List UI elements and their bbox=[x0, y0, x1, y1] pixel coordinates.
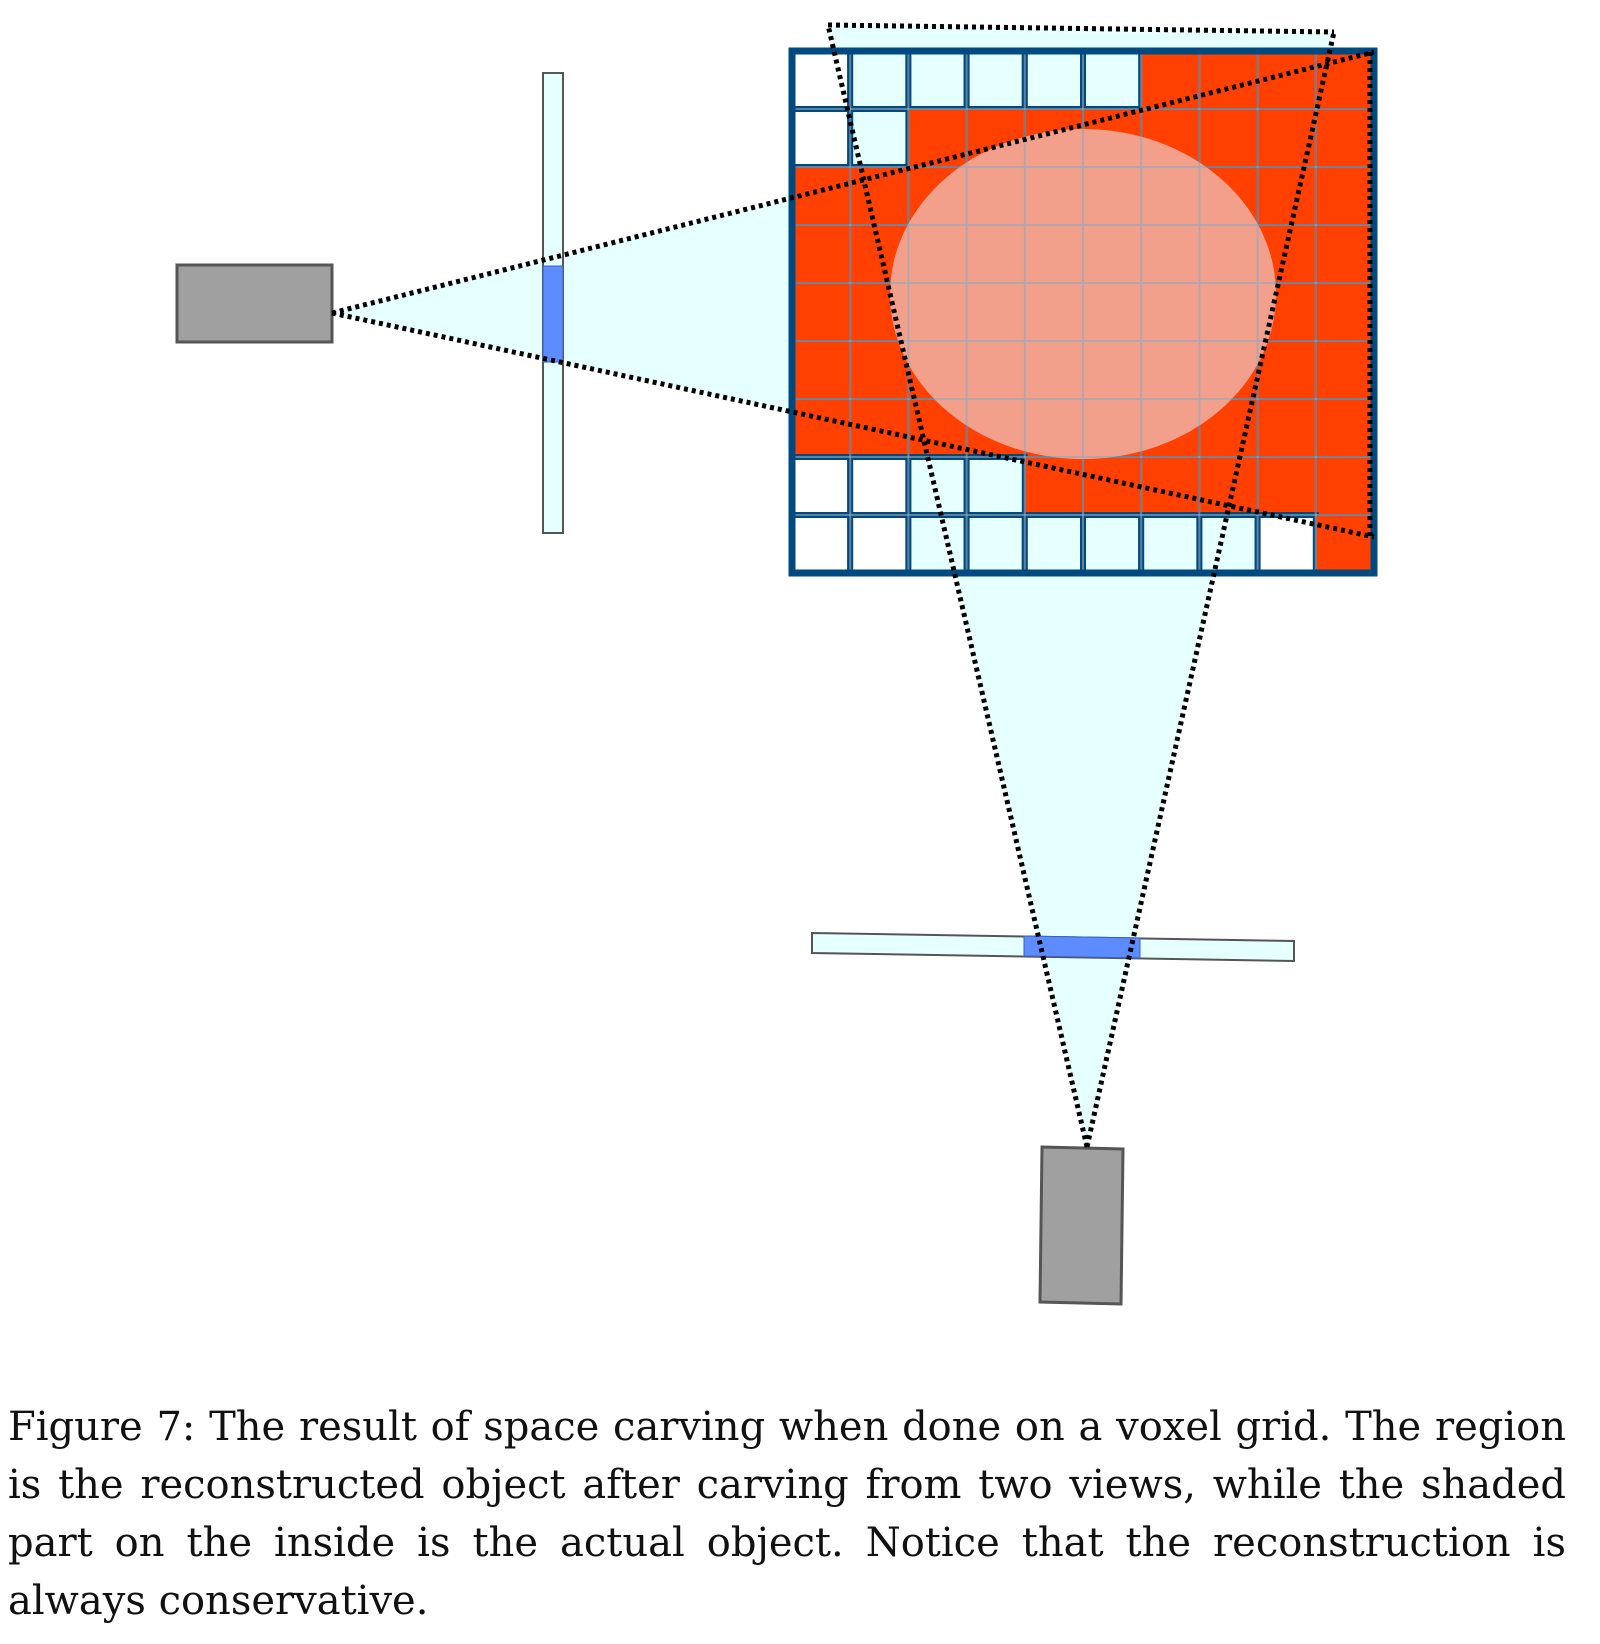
voxel-cell-empty bbox=[1080, 48, 1145, 112]
voxel-cell-filled bbox=[1315, 108, 1375, 168]
left-lower-ray bbox=[331, 310, 1375, 540]
voxel-cell-empty bbox=[963, 454, 1028, 518]
voxel-cell-empty bbox=[847, 454, 912, 518]
voxel-grid-lines bbox=[792, 51, 1374, 573]
voxel-cell-filled bbox=[1315, 340, 1375, 400]
voxel-cell-filled bbox=[1256, 340, 1317, 400]
voxel-cell-empty bbox=[789, 454, 854, 518]
voxel-cell-filled bbox=[1315, 50, 1375, 110]
voxel-cell-filled bbox=[1198, 108, 1259, 168]
voxel-cell-empty bbox=[1254, 512, 1319, 576]
voxel-cell-empty bbox=[963, 512, 1028, 576]
voxel-cell-empty bbox=[1021, 48, 1087, 112]
voxel-cell-filled bbox=[791, 398, 851, 458]
bottom-image-plane-silhouette-segment bbox=[1023, 935, 1141, 959]
voxel-cell-empty bbox=[1138, 512, 1203, 576]
voxel-cell-empty bbox=[905, 512, 970, 576]
voxel-cell-filled bbox=[1256, 166, 1317, 226]
left-camera-body bbox=[175, 263, 334, 344]
voxel-cell-filled bbox=[1315, 456, 1375, 516]
voxel-cell-filled bbox=[907, 108, 968, 168]
bottom-right-ray bbox=[1084, 31, 1337, 1148]
voxel-cell-empty bbox=[1080, 512, 1145, 576]
voxel-cell-filled bbox=[1256, 456, 1317, 516]
voxel-cell-empty bbox=[1021, 512, 1087, 576]
voxel-cell-empty bbox=[789, 106, 854, 170]
left-upper-ray bbox=[331, 49, 1375, 316]
voxel-grid-frame bbox=[788, 47, 1378, 577]
voxel-cell-filled bbox=[1315, 514, 1375, 574]
voxel-cell-empty bbox=[847, 512, 912, 576]
voxel-cell-filled bbox=[1140, 456, 1201, 516]
voxel-cell-filled bbox=[1315, 224, 1375, 284]
voxel-cell-filled bbox=[849, 166, 910, 226]
voxel-cell-empty bbox=[963, 48, 1028, 112]
voxel-cell-filled bbox=[791, 340, 851, 400]
voxel-cell-filled bbox=[791, 224, 851, 284]
voxel-cell-empty bbox=[905, 48, 970, 112]
viewing-rays bbox=[331, 22, 1375, 1148]
voxel-cell-filled bbox=[849, 340, 910, 400]
voxel-cell-filled bbox=[1315, 282, 1375, 342]
bottom-camera-body bbox=[1038, 1145, 1125, 1306]
figure-caption: Figure 7: The result of space carving wh… bbox=[8, 1398, 1566, 1630]
voxel-cell-empty bbox=[847, 48, 912, 112]
voxel-cell-empty bbox=[1196, 512, 1261, 576]
voxel-cell-filled bbox=[791, 282, 851, 342]
figure-label: Figure 7: bbox=[8, 1404, 196, 1450]
voxel-cell-empty bbox=[789, 512, 854, 576]
voxel-cell-filled bbox=[1256, 108, 1317, 168]
voxel-cell-empty bbox=[789, 48, 854, 112]
figure-caption-text: The result of space carving when done on… bbox=[8, 1404, 1566, 1624]
voxel-cell-filled bbox=[1315, 398, 1375, 458]
voxel-cell-filled bbox=[1256, 398, 1317, 458]
voxel-cell-filled bbox=[1315, 166, 1375, 226]
left-image-plane-silhouette-segment bbox=[542, 265, 564, 363]
voxel-cell-filled bbox=[1198, 50, 1259, 110]
voxel-cell-empty bbox=[847, 106, 912, 170]
voxel-cell-filled bbox=[1140, 50, 1201, 110]
space-carving-diagram bbox=[175, 22, 1378, 1306]
